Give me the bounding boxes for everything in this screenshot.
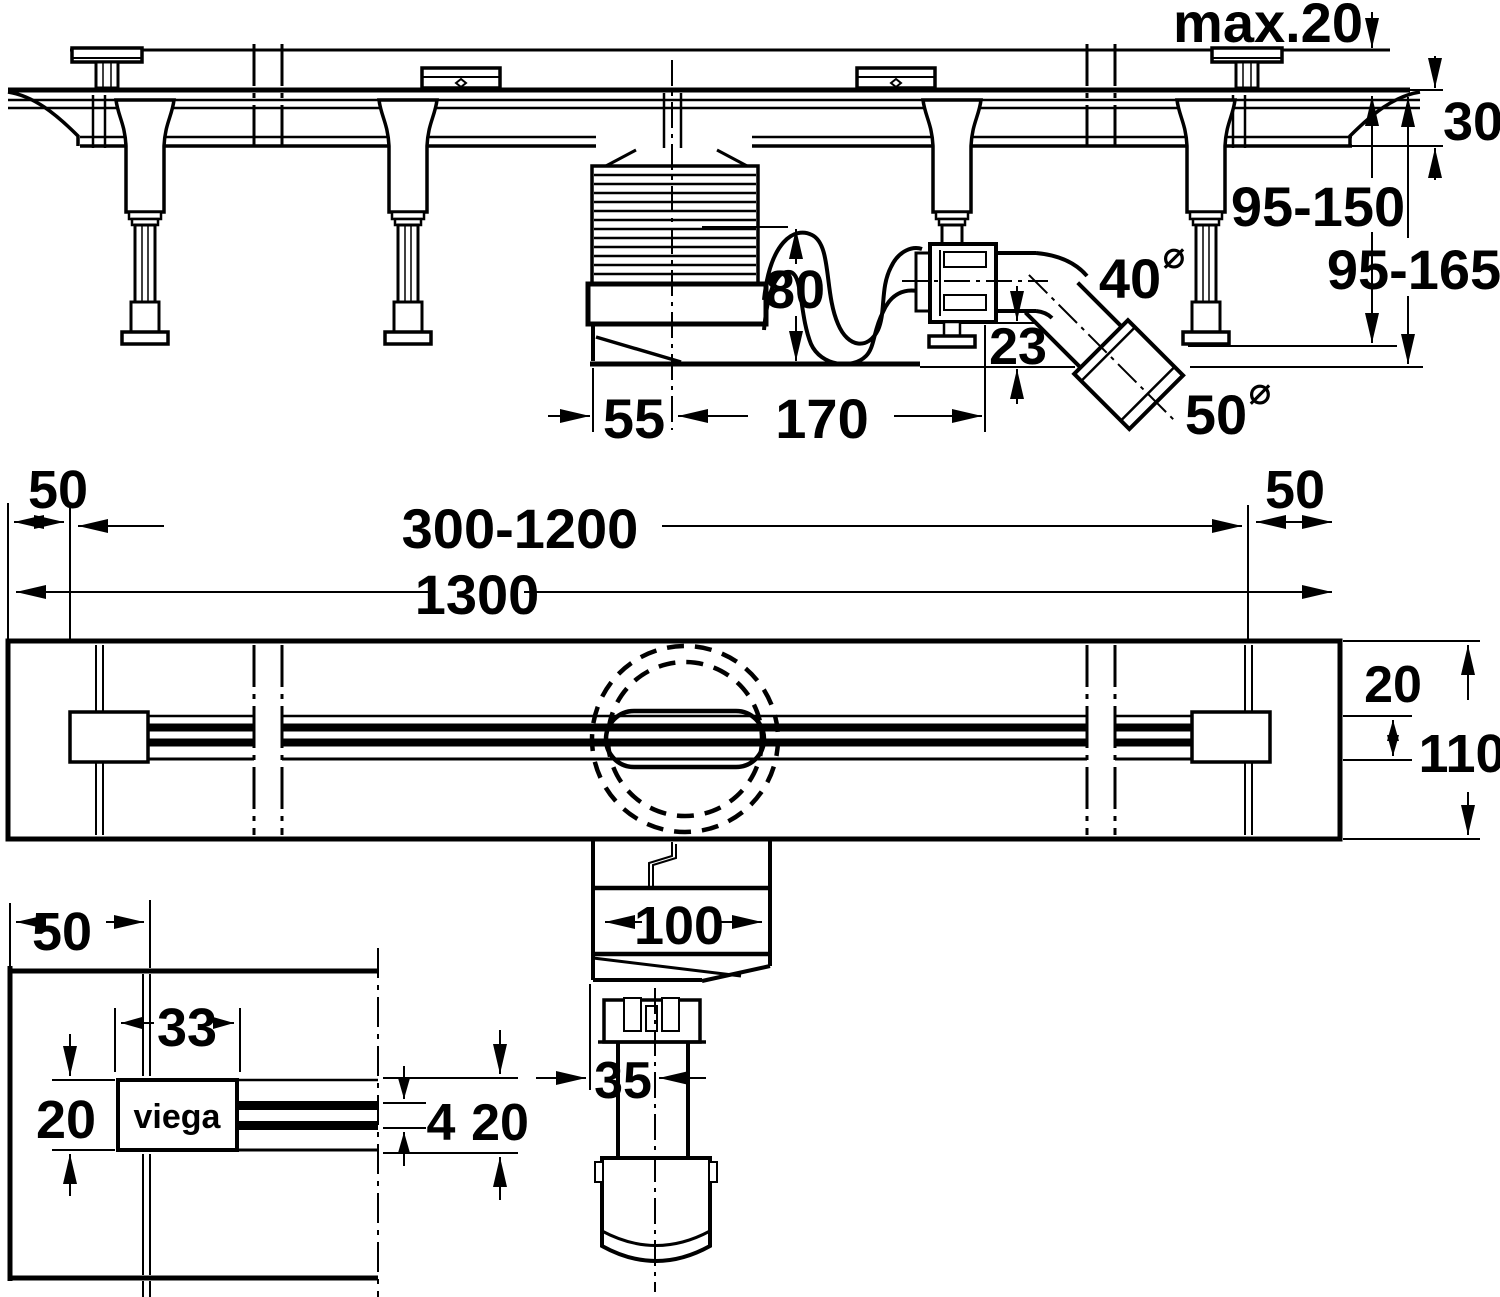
outlet-connection-plan: 35 [536,984,718,1292]
plan-length-dimensions: 50 300-1200 50 1300 [7,460,1332,641]
dim-adjust-range-2: 95-165 [1327,238,1500,301]
detail-view: viega 50 33 20 4 [7,900,529,1297]
drain-flange-hidden [589,643,781,835]
cable-squiggle [648,842,673,886]
dim-length-total: 1300 [415,563,540,626]
dim-channel-width: 110 [1418,724,1500,784]
dim-frame-height: 30 [1443,92,1500,152]
weld-joint-detail [142,974,151,1297]
drain-slot-plan [148,714,1192,761]
dim-plate-height: 20 [36,1090,96,1150]
dim-socket-diameter-symbol: ⌀ [1249,371,1272,413]
dim-slot-width: 20 [1364,656,1422,714]
plan-view: 50 300-1200 50 1300 [5,460,1500,1292]
bellows-ribs [594,173,756,276]
detail-dimensions: 50 33 20 4 20 [9,900,529,1200]
end-bracket-right [1210,46,1284,148]
left-end-flare [7,90,80,146]
dim-drain-to-outlet: 170 [775,387,868,450]
side-dimensions: max.20 30 95-150 95-165 40 ⌀ 50 ⌀ 80 23 [548,0,1500,450]
dim-trap-height: 80 [765,260,825,320]
end-cap-left [68,710,150,764]
dim-pipe-diameter: 40 [1099,247,1161,310]
dim-plate-length: 33 [157,998,217,1058]
break-lines-plan [252,645,1117,835]
dim-max-screed: max.20 [1173,0,1363,54]
end-cap-right [1190,710,1272,764]
logo-plate: viega [116,1078,239,1152]
viega-logo: viega [134,1098,222,1136]
end-bracket-left [70,46,144,148]
dim-slot-gap: 4 [427,1094,456,1152]
side-view: max.20 30 95-150 95-165 40 ⌀ 50 ⌀ 80 23 [7,0,1500,450]
outlet-pipe-45 [996,251,1186,432]
clip-bracket-left [420,66,502,90]
dim-socket-diameter: 50 [1185,383,1247,446]
drain-tray [590,326,920,367]
dim-edge-to-drain: 55 [603,387,665,450]
dim-outlet-drop: 23 [989,318,1047,376]
screw-hole-icon [454,77,468,89]
drain-flange [585,281,769,327]
dim-pipe-diameter-symbol: ⌀ [1163,235,1186,277]
trap-union-nut [902,242,1048,349]
dim-length-range: 300-1200 [402,497,639,560]
break-lines-side [252,44,1117,152]
dim-end-right: 50 [1265,460,1325,520]
support-foot-1 [114,98,176,346]
bellows-drain [585,148,769,327]
dim-grate-height: 20 [471,1094,529,1152]
support-foot-4 [1175,98,1237,346]
right-end-flare [1348,90,1421,146]
screw-hole-icon [889,77,903,89]
dim-body-width: 100 [634,896,724,956]
dim-detail-end-width: 50 [32,902,92,962]
drain-slot-detail [237,1078,378,1152]
support-foot-3 [921,98,983,247]
support-foot-2 [377,98,439,346]
outlet-body-plan: 100 [591,839,772,983]
dim-end-left: 50 [28,460,88,520]
dim-adjust-range-1: 95-150 [1231,175,1405,238]
clip-bracket-right [855,66,937,90]
dim-outlet-offset: 35 [594,1052,652,1110]
plan-width-dimensions: 20 110 [1343,640,1500,840]
